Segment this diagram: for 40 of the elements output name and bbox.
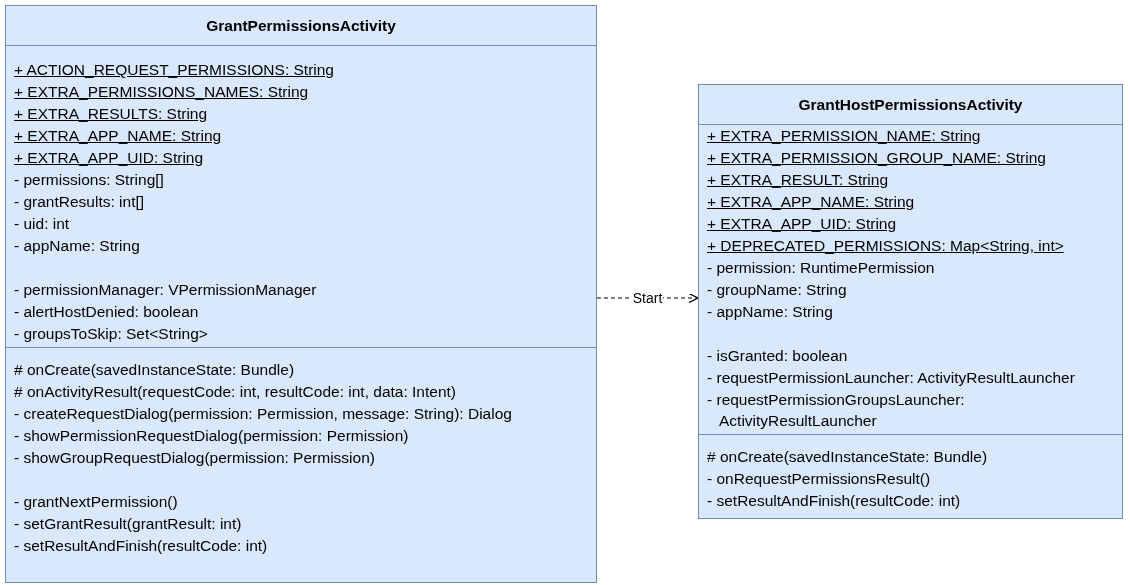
- method-text: - setResultAndFinish(resultCode: int): [707, 491, 961, 511]
- attribute-text: - permissions: String[]: [14, 170, 164, 190]
- attribute-text: + EXTRA_APP_NAME: String: [707, 192, 915, 212]
- attribute-text: - groupsToSkip: Set<String>: [14, 324, 208, 344]
- attribute-text: + EXTRA_APP_NAME: String: [14, 126, 222, 146]
- attribute-text: + EXTRA_PERMISSIONS_NAMES: String: [14, 82, 309, 102]
- class-box: [5, 5, 597, 583]
- attribute-text: + EXTRA_PERMISSION_NAME: String: [707, 126, 981, 146]
- attribute-text: - alertHostDenied: boolean: [14, 302, 199, 322]
- attribute-text: - isGranted: boolean: [707, 346, 848, 366]
- method-text: - showPermissionRequestDialog(permission: Permission): [14, 426, 409, 446]
- method-text: # onCreate(savedInstanceState: Bundle): [14, 360, 295, 380]
- method-text: - showGroupRequestDialog(permission: Permission): [14, 448, 375, 468]
- method-text: - grantNextPermission(): [14, 492, 179, 512]
- attribute-text: - permission: RuntimePermission: [707, 258, 935, 278]
- attribute-text: - requestPermissionLauncher: ActivityResultLauncher: [707, 368, 1075, 388]
- class-name: GrantPermissionsActivity: [6, 6, 596, 46]
- attribute-text: - groupName: String: [707, 280, 847, 300]
- method-text: - setResultAndFinish(resultCode: int): [14, 536, 268, 556]
- attribute-text: - uid: int: [14, 214, 70, 234]
- attribute-text: - appName: String: [707, 302, 833, 322]
- class-box: [698, 84, 1123, 519]
- attribute-text: + EXTRA_APP_UID: String: [707, 214, 897, 234]
- method-text: # onActivityResult(requestCode: int, resultCode: int, data: Intent): [14, 382, 456, 402]
- attribute-text: + ACTION_REQUEST_PERMISSIONS: String: [14, 60, 334, 80]
- method-text: - setGrantResult(grantResult: int): [14, 514, 242, 534]
- edge-label: Start: [631, 290, 664, 306]
- method-text: - onRequestPermissionsResult(): [707, 469, 932, 489]
- attribute-text: - requestPermissionGroupsLauncher: ActivityResultLauncher: [707, 390, 966, 431]
- attribute-text: - grantResults: int[]: [14, 192, 145, 212]
- attribute-text: + EXTRA_PERMISSION_GROUP_NAME: String: [707, 148, 1046, 168]
- attribute-text: + EXTRA_RESULTS: String: [14, 104, 208, 124]
- method-text: - createRequestDialog(permission: Permission, message: String): Dialog: [14, 404, 512, 424]
- method-text: # onCreate(savedInstanceState: Bundle): [707, 447, 988, 467]
- attribute-text: - appName: String: [14, 236, 140, 256]
- attribute-text: - permissionManager: VPermissionManager: [14, 280, 317, 300]
- attribute-text: + EXTRA_RESULT: String: [707, 170, 889, 190]
- attribute-text: + DEPRECATED_PERMISSIONS: Map<String, int>: [707, 236, 1064, 256]
- class-name: GrantHostPermissionsActivity: [699, 85, 1122, 125]
- attribute-text: + EXTRA_APP_UID: String: [14, 148, 204, 168]
